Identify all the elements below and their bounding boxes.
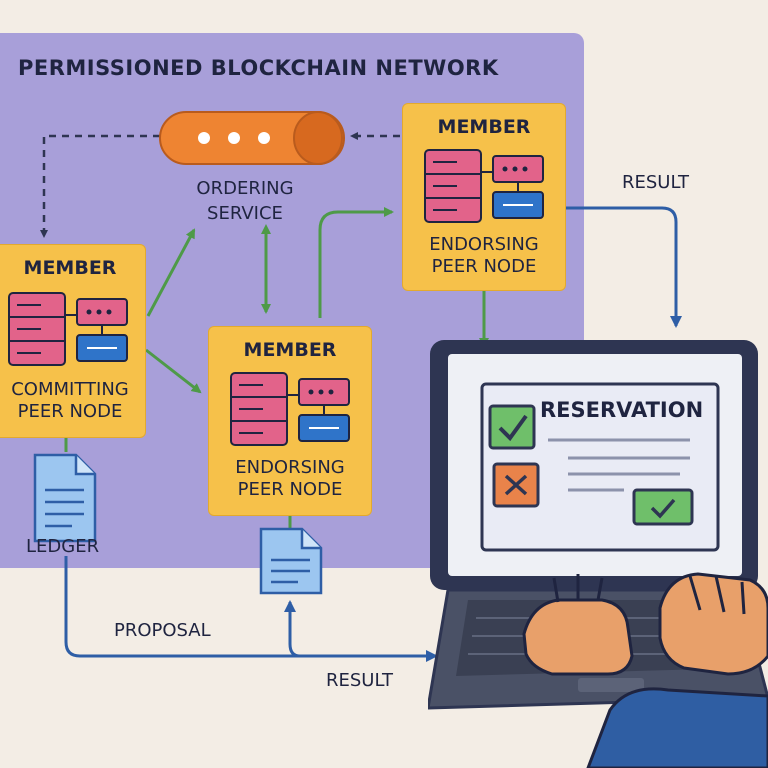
blue-arrow-result-bottom [64, 556, 438, 662]
member-card-committing: MEMBER COMMITTING PEER NODE [0, 244, 146, 438]
blue-arrow-result-top [566, 206, 682, 328]
member-card-endorsing-top: MEMBER ENDORSING PEER NODE [402, 103, 566, 291]
hand-icon [522, 598, 634, 676]
node-label: ENDORSING PEER NODE [429, 234, 539, 277]
blue-arrow-proposal [284, 600, 301, 658]
member-title: MEMBER [23, 257, 117, 279]
ledger-document-icon [33, 453, 97, 543]
member-title: MEMBER [243, 339, 337, 361]
result-label-top: RESULT [622, 172, 690, 193]
result-label-bottom: RESULT [326, 670, 394, 691]
node-label: COMMITTING PEER NODE [11, 379, 129, 422]
ledger-label: LEDGER [26, 536, 100, 557]
reservation-title: RESERVATION [540, 398, 704, 422]
dashed-arrow-to-committing [40, 134, 160, 238]
network-title: PERMISSIONED BLOCKCHAIN NETWORK [18, 56, 499, 80]
member-card-endorsing-middle: MEMBER ENDORSING PEER NODE [208, 326, 372, 516]
ordering-service-icon [159, 111, 345, 165]
server-icon [424, 149, 544, 223]
server-icon [230, 372, 350, 446]
node-label: ENDORSING PEER NODE [235, 457, 345, 500]
document-icon [259, 527, 323, 595]
proposal-label: PROPOSAL [114, 620, 211, 641]
member-title: MEMBER [437, 116, 531, 138]
green-arrow-to-endorsing [145, 348, 202, 394]
green-arrow-to-top-member [318, 207, 394, 318]
green-arrow-to-ordering [146, 228, 196, 317]
check-icon [488, 404, 536, 450]
server-icon [8, 292, 128, 366]
ordering-service-label: ORDERING SERVICE [196, 178, 294, 224]
laptop-icon [428, 340, 768, 768]
